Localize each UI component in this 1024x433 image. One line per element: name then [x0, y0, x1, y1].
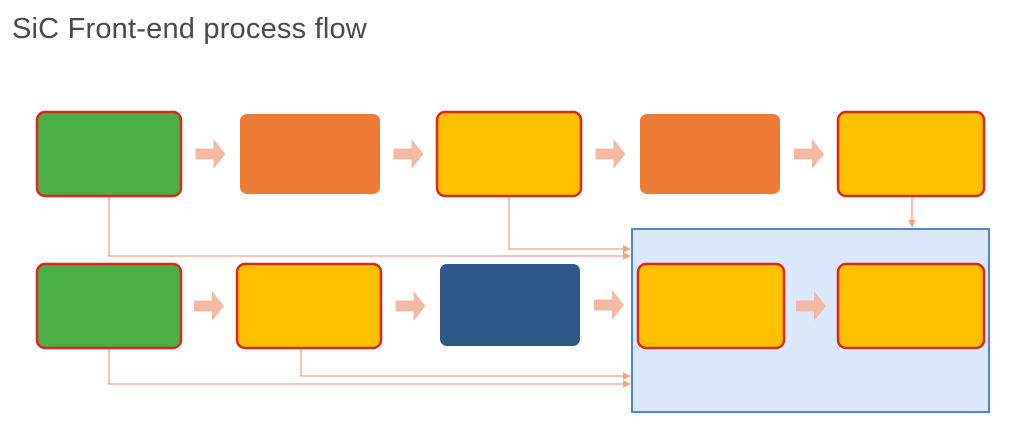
process-step-box	[836, 262, 986, 350]
connector-line	[108, 348, 631, 388]
process-step-box	[640, 114, 780, 194]
connector-lines	[108, 196, 916, 388]
process-step-box	[240, 114, 380, 194]
flow-arrow-icon	[594, 290, 624, 320]
flow-arrow-icon	[395, 291, 426, 321]
flow-arrow-icon	[194, 291, 224, 321]
connector-line	[300, 348, 631, 380]
connector-line	[108, 196, 631, 260]
flow-arrow-icon	[796, 291, 826, 321]
process-steps	[35, 110, 986, 350]
process-step-box	[435, 110, 583, 198]
page-title: SiC Front-end process flow	[12, 13, 367, 45]
connector-line	[508, 196, 631, 253]
flow-arrows	[194, 139, 826, 321]
flow-arrow-icon	[393, 139, 424, 169]
process-step-box	[440, 264, 580, 346]
process-step-box	[636, 262, 786, 350]
flow-arrow-icon	[794, 139, 824, 169]
process-step-box	[35, 110, 183, 198]
flow-arrow-icon	[195, 139, 226, 169]
process-step-box	[235, 262, 383, 350]
process-step-box	[836, 110, 986, 198]
process-step-box	[35, 262, 183, 350]
flow-arrow-icon	[595, 139, 626, 169]
